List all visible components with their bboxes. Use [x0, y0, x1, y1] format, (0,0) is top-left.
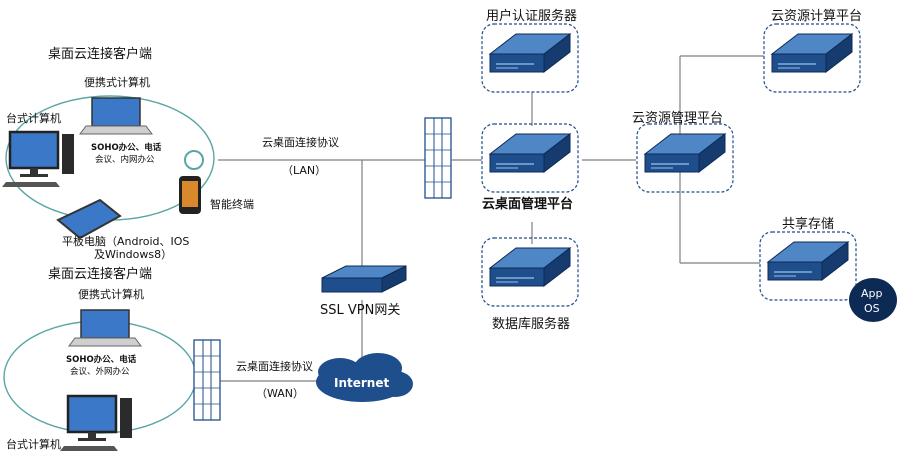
bottom-usage-line1: SOHO办公、电话	[66, 354, 137, 365]
core-switch-icon	[424, 117, 452, 199]
desktop-mgmt-server-icon	[481, 123, 579, 193]
database-server-label: 数据库服务器	[492, 316, 570, 332]
smartphone-icon	[179, 150, 204, 214]
top-laptop-icon	[79, 97, 153, 135]
compute-server-icon	[763, 23, 861, 93]
top-client-group: 桌面云连接客户端 便携式计算机 SOHO办公、电话 会议、内网办公 台式计算机 …	[0, 46, 254, 261]
wan-switch-icon	[193, 339, 221, 421]
internet-cloud-icon	[316, 353, 413, 402]
tablet-icon	[56, 198, 122, 240]
tablet-label-line2: 及Windows8）	[94, 248, 172, 261]
auth-server-icon	[481, 23, 579, 93]
storage-server-icon	[759, 231, 857, 301]
top-desktop-label: 台式计算机	[6, 111, 61, 125]
bottom-client-title: 桌面云连接客户端	[48, 266, 152, 282]
wan-protocol-name: 云桌面连接协议	[236, 359, 313, 373]
bottom-desktop-label: 台式计算机	[6, 437, 61, 451]
lan-protocol-tag: （LAN）	[282, 164, 326, 177]
os-badge-label: OS	[864, 302, 880, 315]
auth-server-label: 用户认证服务器	[486, 8, 577, 24]
compute-server-label: 云资源计算平台	[771, 9, 862, 24]
resource-mgmt-label: 云资源管理平台	[632, 111, 723, 126]
database-server-icon	[481, 237, 579, 307]
top-laptop-label: 便携式计算机	[84, 75, 150, 89]
bottom-desktop-icon	[58, 394, 134, 453]
connections	[218, 55, 764, 382]
top-usage-line1: SOHO办公、电话	[91, 142, 162, 153]
gateway-label: SSL VPN网关	[320, 303, 400, 318]
desktop-mgmt-label: 云桌面管理平台	[482, 196, 573, 212]
bottom-laptop-icon	[68, 309, 142, 347]
app-os-storage-icon: App OS	[849, 278, 897, 322]
ssl-vpn-gateway-icon	[321, 265, 407, 293]
resource-mgmt-server-icon	[636, 123, 734, 193]
app-badge-label: App	[861, 287, 883, 300]
wan-protocol-tag: （WAN）	[256, 387, 304, 400]
tablet-label-line1: 平板电脑（Android、IOS	[62, 234, 189, 248]
lan-protocol-name: 云桌面连接协议	[262, 135, 339, 149]
internet-label: Internet	[334, 376, 389, 390]
bottom-usage-line2: 会议、外网办公	[70, 366, 130, 377]
top-client-title: 桌面云连接客户端	[48, 46, 152, 62]
top-usage-line2: 会议、内网办公	[95, 154, 155, 165]
phone-label: 智能终端	[210, 197, 254, 211]
storage-server-label: 共享存储	[782, 216, 834, 232]
bottom-client-group: 桌面云连接客户端 便携式计算机 SOHO办公、电话 会议、外网办公 台式计算机	[3, 266, 197, 453]
bottom-laptop-label: 便携式计算机	[78, 287, 144, 301]
